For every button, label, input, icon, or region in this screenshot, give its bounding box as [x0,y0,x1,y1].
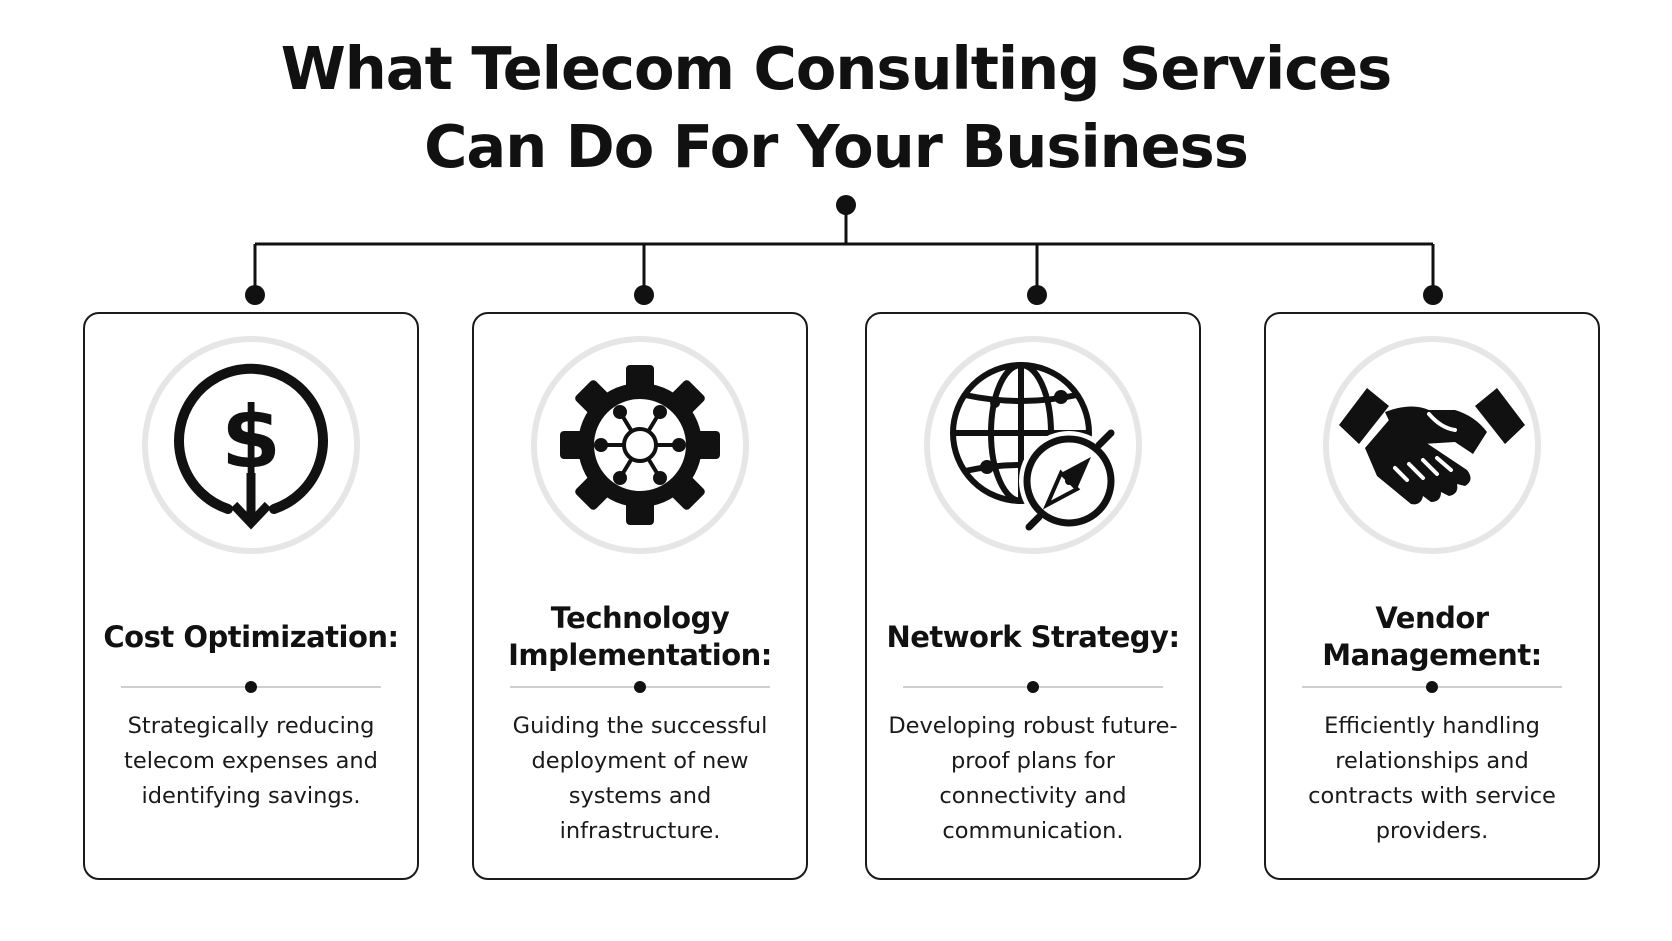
page-title-line-1: What Telecom Consulting Services [280,34,1393,103]
icon-circle: $ [142,336,360,554]
card-divider [1302,680,1562,694]
divider-dot [1027,681,1039,693]
gear-network-icon [560,365,720,525]
card-network-strategy: Network Strategy: Developing robust futu… [865,312,1201,880]
icon-circle [531,336,749,554]
card-title: Network Strategy: [886,619,1180,654]
card-title: Technology Implementation: [508,601,772,672]
page-title: What Telecom Consulting Services Can Do … [0,30,1672,186]
card-description: Developing robust future-proof plans for… [888,713,1178,844]
card-divider [121,680,381,694]
card-title: Vendor Management: [1322,601,1542,672]
icon-circle [924,336,1142,554]
icon-circle [1323,336,1541,554]
connector-root-dot [836,195,856,215]
connector-dot-1 [245,285,265,305]
card-divider [903,680,1163,694]
connector-dot-2 [634,285,654,305]
divider-dot [1426,681,1438,693]
divider-dot [245,681,257,693]
card-technology-implementation: Technology Implementation: Guiding the s… [472,312,808,880]
page-title-line-2: Can Do For Your Business [424,112,1249,181]
card-description: Guiding the successful deployment of new… [512,713,768,844]
connector-dot-3 [1027,285,1047,305]
card-vendor-management: Vendor Management: Efficiently handling … [1264,312,1600,880]
card-title: Cost Optimization: [103,619,399,654]
globe-compass-icon [950,362,1119,531]
card-description: Efficiently handling relationships and c… [1308,713,1556,844]
connector-dot-4 [1423,285,1443,305]
card-description: Strategically reducing telecom expenses … [124,713,378,809]
card-cost-optimization: $ Cost Optimization: Strategically reduc… [83,312,419,880]
svg-text:$: $ [221,388,281,488]
card-divider [510,680,770,694]
dollar-savings-icon: $ [174,363,328,530]
handshake-icon [1339,388,1525,505]
divider-dot [634,681,646,693]
